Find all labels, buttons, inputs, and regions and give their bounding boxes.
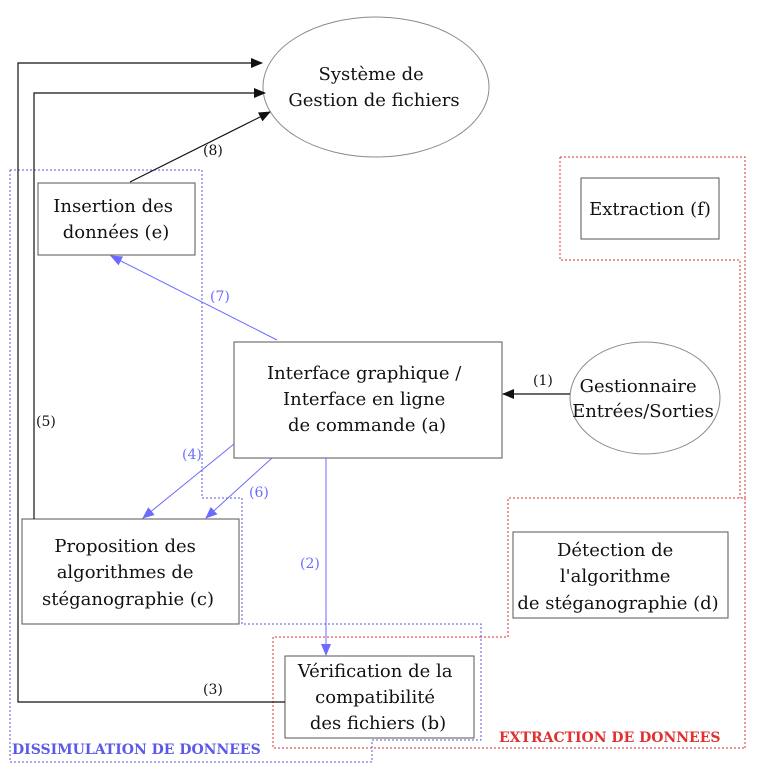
- extraction-label-1: Extraction (f): [589, 199, 711, 220]
- filesystem-label-1: Système de: [319, 64, 424, 85]
- edge-3-line: [17, 58, 285, 703]
- verification-label-2: compatibilité: [315, 687, 435, 708]
- verification-label-1: Vérification de la: [297, 661, 453, 682]
- svg-text:Interface graphique / Inte: Interface graphique / Interface en ligne…: [267, 363, 467, 436]
- extraction-region-border: [272, 156, 746, 749]
- edge-4-label: (4): [182, 447, 202, 463]
- insertion-label-2: données (e): [63, 222, 170, 243]
- detection-node: [512, 531, 729, 619]
- edge-4-line: [142, 443, 235, 519]
- edge-6-line: [205, 457, 273, 519]
- edge-6-label: (6): [249, 485, 269, 501]
- ui-label-3: de commande (a): [288, 415, 446, 436]
- proposition-label-3: stéganographie (c): [42, 589, 214, 610]
- edge-7-line: [110, 255, 278, 341]
- detection-label-2: l'algorithme: [560, 566, 670, 587]
- ui-label-1: Interface graphique /: [267, 363, 462, 384]
- edge-5-label: (5): [36, 414, 56, 430]
- extraction-region-label: EXTRACTION DE DONNEES: [499, 730, 721, 746]
- verification-node: [284, 655, 475, 739]
- insertion-node: [37, 182, 196, 256]
- edge-8-line: [129, 111, 271, 183]
- dissimulation-region-border: [9, 169, 482, 763]
- edge-3-label: (3): [203, 682, 223, 698]
- ui-node: [233, 341, 503, 459]
- proposition-label-2: algorithmes de: [57, 562, 194, 583]
- dissimulation-region-label: DISSIMULATION DE DONNEES: [12, 742, 261, 758]
- detection-label-1: Détection de: [557, 540, 673, 561]
- io-manager-node: [569, 341, 721, 455]
- svg-text:Proposition des algorithme: Proposition des algorithmes de stéganogr…: [42, 536, 214, 610]
- extraction-node: [580, 177, 720, 240]
- svg-text:Gestionnaire Entrées/Sorti: Gestionnaire Entrées/Sorties: [572, 376, 714, 422]
- insertion-label-1: Insertion des: [53, 196, 173, 217]
- proposition-label-1: Proposition des: [54, 536, 195, 557]
- edge-2-label: (2): [300, 556, 320, 572]
- filesystem-node: [262, 16, 490, 158]
- edge-1-label: (1): [533, 373, 553, 389]
- svg-text:Insertion des données (e): Insertion des données (e): [53, 196, 179, 243]
- svg-text:Système de Gestion de fich: Système de Gestion de fichiers: [288, 64, 459, 111]
- svg-text:Détection de l'algorithme: Détection de l'algorithme de stéganograp…: [517, 540, 718, 614]
- edge-8-label: (8): [203, 143, 223, 159]
- edge-7-label: (7): [210, 289, 230, 305]
- svg-text:Extraction (f): Extraction (f): [589, 199, 711, 220]
- filesystem-label-2: Gestion de fichiers: [288, 90, 459, 111]
- io-manager-label-1: Gestionnaire: [580, 376, 697, 397]
- io-manager-label-2: Entrées/Sorties: [572, 401, 714, 422]
- svg-text:Vérification de la compati: Vérification de la compatibilité des fic…: [297, 661, 458, 734]
- detection-label-3: de stéganographie (d): [517, 593, 718, 614]
- ui-label-2: Interface en ligne: [283, 389, 445, 410]
- verification-label-3: des fichiers (b): [310, 713, 446, 734]
- proposition-node: [21, 518, 240, 625]
- edge-5-line: [33, 88, 266, 519]
